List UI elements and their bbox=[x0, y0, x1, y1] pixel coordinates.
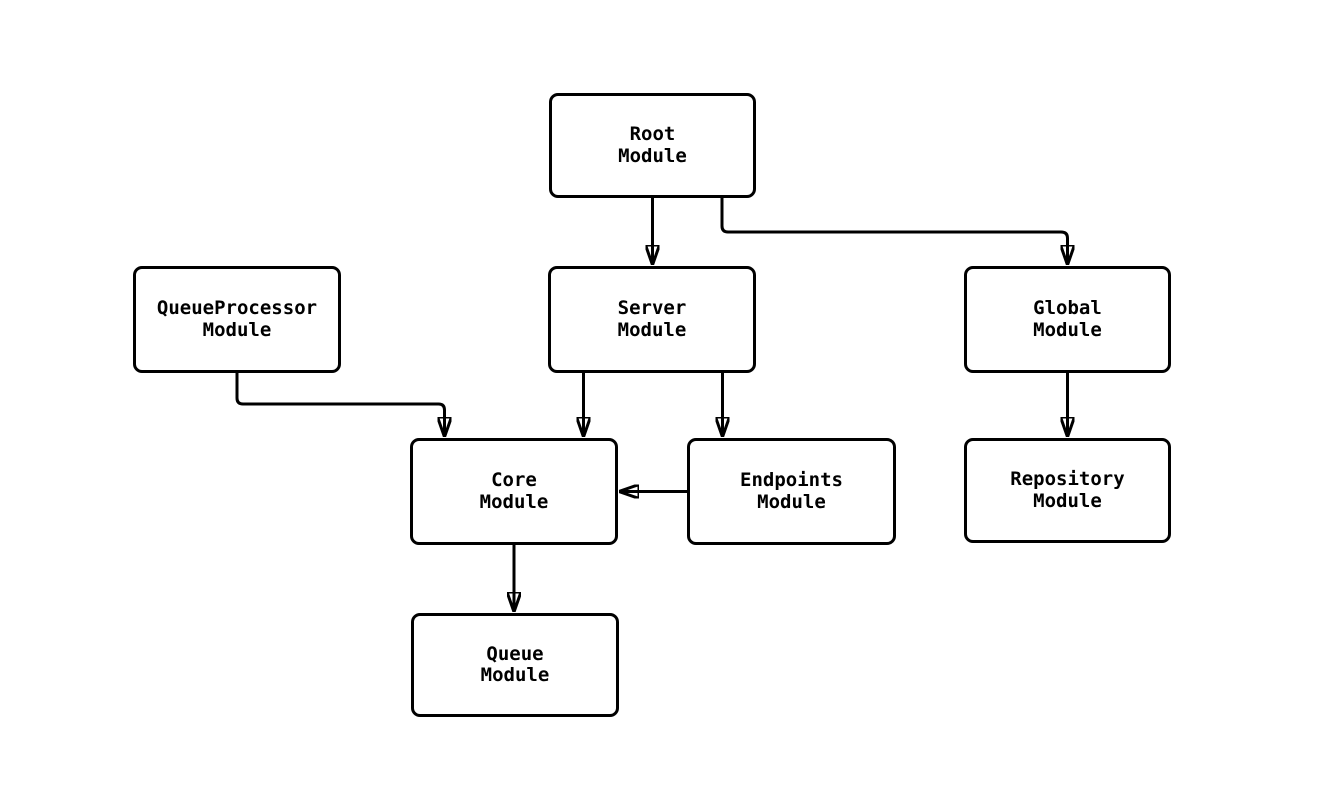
node-queue-module-label: Queue Module bbox=[480, 642, 550, 686]
node-server-module: Server Module bbox=[548, 266, 756, 373]
node-queueprocessor-module-label: QueueProcessor Module bbox=[156, 297, 318, 341]
node-repository-module: Repository Module bbox=[964, 438, 1171, 543]
node-endpoints-module-label: Endpoints Module bbox=[740, 469, 843, 513]
edge-queueprocessor-to-core bbox=[235, 373, 445, 436]
node-endpoints-module: Endpoints Module bbox=[687, 438, 896, 545]
node-core-module-label: Core Module bbox=[479, 469, 549, 513]
node-root-module-label: Root Module bbox=[618, 123, 687, 167]
node-global-module: Global Module bbox=[964, 266, 1171, 373]
node-queue-module: Queue Module bbox=[411, 613, 619, 717]
node-queueprocessor-module: QueueProcessor Module bbox=[133, 266, 341, 373]
node-global-module-label: Global Module bbox=[1033, 297, 1102, 341]
node-server-module-label: Server Module bbox=[617, 297, 687, 341]
node-root-module: Root Module bbox=[549, 93, 756, 198]
node-core-module: Core Module bbox=[410, 438, 618, 545]
node-repository-module-label: Repository Module bbox=[1010, 468, 1125, 512]
edge-root-to-global bbox=[720, 198, 1068, 264]
